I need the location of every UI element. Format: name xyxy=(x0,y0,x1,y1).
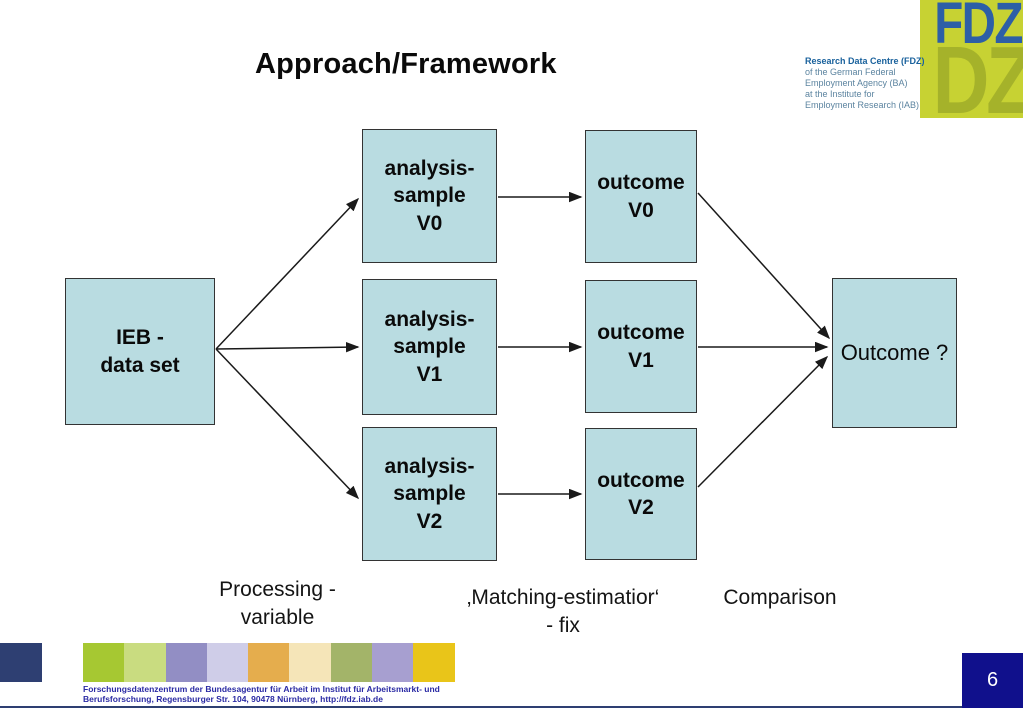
arrow-outcome-v0-to-final xyxy=(697,192,831,340)
strip-square xyxy=(206,643,249,682)
footer-bottom-bar xyxy=(0,706,1023,708)
node-outcome-v0: outcome V0 xyxy=(585,130,697,263)
strip-square xyxy=(165,643,207,682)
strip-square xyxy=(124,643,166,682)
strip-square xyxy=(372,643,414,682)
node-analysis-sample-v0: analysis- sample V0 xyxy=(362,129,497,263)
node-analysis-sample-v1: analysis- sample V1 xyxy=(362,279,497,415)
page-number: 6 xyxy=(986,669,999,691)
caption-comparison: Comparison xyxy=(723,586,837,609)
footer-address-line1: Forschungsdatenzentrum der Bundesagentur… xyxy=(83,684,440,694)
node-final-outcome: Outcome ? xyxy=(832,278,957,428)
org-line: Employment Research (IAB) xyxy=(805,100,920,110)
strip-square xyxy=(330,643,373,682)
fdz-logo-square: DZ FDZ xyxy=(920,0,1023,118)
strip-square xyxy=(289,643,331,682)
page-title: Approach/Framework xyxy=(255,48,557,80)
fdz-org-description: Research Data Centre (FDZ) of the German… xyxy=(805,56,935,111)
org-line: of the German Federal xyxy=(805,67,896,77)
fdz-watermark-text: DZ xyxy=(932,27,1023,118)
page-number-badge: 6 xyxy=(962,653,1023,708)
footer-color-strip xyxy=(83,643,455,682)
strip-square xyxy=(83,643,125,682)
footer-address-line2: Berufsforschung, Regensburger Str. 104, … xyxy=(83,694,383,704)
node-analysis-sample-v2: analysis- sample V2 xyxy=(362,427,497,561)
strip-square xyxy=(248,643,290,682)
org-line: Research Data Centre (FDZ) xyxy=(805,56,925,66)
org-line: Employment Agency (BA) xyxy=(805,78,908,88)
node-ieb-dataset: IEB - data set xyxy=(65,278,215,425)
node-outcome-v1: outcome V1 xyxy=(585,280,697,413)
arrow-ieb-to-analysis-v1 xyxy=(215,341,360,353)
caption-processing-variable: Processing - variable xyxy=(219,578,336,630)
arrow-outcome-v2-to-final xyxy=(697,355,829,488)
arrow-ieb-to-analysis-v0 xyxy=(215,197,360,350)
org-line: at the Institute for xyxy=(805,89,875,99)
footer-left-square xyxy=(0,643,42,682)
caption-matching-estimation: ‚Matching-estimatior‘ - fix xyxy=(466,586,660,638)
node-outcome-v2: outcome V2 xyxy=(585,428,697,560)
strip-square xyxy=(413,643,455,682)
footer-address: Forschungsdatenzentrum der Bundesagentur… xyxy=(83,684,503,704)
arrow-ieb-to-analysis-v2 xyxy=(215,348,360,500)
fdz-acronym-text: FDZ xyxy=(934,0,1023,56)
